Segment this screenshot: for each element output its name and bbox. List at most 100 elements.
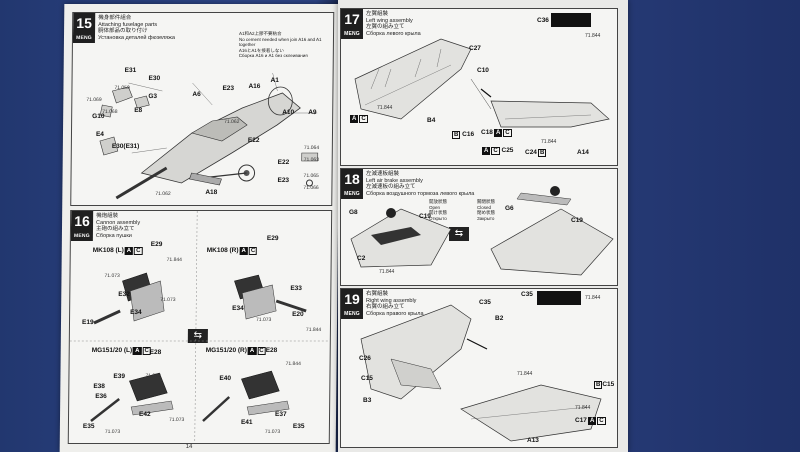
part-label: E36 (95, 393, 107, 400)
part-label: G3 (148, 93, 158, 100)
part-label: E29 (150, 241, 163, 248)
closed-state-label: 關閉狀態 Closed 閉め状態 Закрыто (477, 199, 495, 221)
part-label: E35 (292, 423, 305, 430)
paint-code: 71.844 (285, 361, 301, 367)
step-title: 左減速板組裝 Left air brake assembly 左減速板の組み立て… (366, 171, 475, 197)
part-label: C2 (357, 255, 366, 262)
part-label: E29 (266, 235, 279, 242)
part-label: A1 (270, 77, 279, 84)
part-label: A13 (527, 437, 539, 444)
paint-code: 71.844 (517, 371, 533, 377)
part-label: E41 (240, 419, 253, 426)
paint-code: 71.073 (264, 429, 281, 435)
part-label: E31 (124, 67, 137, 74)
part-label: B3 (363, 397, 372, 404)
step-title: 右翼組裝 Right wing assembly 右翼の組み立て Сборка … (366, 291, 424, 317)
part-label: E40 (219, 375, 232, 382)
part-label: G6 (505, 205, 514, 212)
part-label: E19 (81, 319, 94, 326)
part-label: E33 (290, 285, 302, 292)
paint-code: 71.073 (256, 317, 272, 323)
paint-code: 71.062 (155, 191, 171, 197)
page-number: 14 (185, 444, 193, 450)
part-label: E28 (149, 349, 162, 356)
part-label: C36 (537, 17, 549, 24)
paint-code: 71.073 (104, 273, 120, 279)
part-label: E22 (247, 137, 260, 144)
paint-code: 71.059 (114, 85, 130, 91)
paint-code: 71.073 (104, 429, 121, 435)
part-label: E4 (95, 131, 104, 138)
part-label: E23 (277, 177, 290, 184)
paint-code: 71.844 (379, 269, 395, 275)
part-label: E34 (130, 309, 142, 316)
paint-code: 71.844 (377, 105, 393, 111)
paint-code: 71.064 (303, 145, 320, 151)
fuselage-drawing (99, 72, 319, 200)
paint-code: 71.844 (585, 33, 601, 39)
paint-code: 71.073 (160, 297, 176, 303)
part-label: E38 (93, 383, 105, 390)
part-label: E42 (139, 411, 151, 418)
part-label: E8 (134, 107, 143, 114)
paint-code: 71.069 (86, 97, 102, 103)
part-label: E23 (222, 85, 235, 92)
part-label: C19 (419, 213, 431, 220)
paint-code: 71.073 (168, 417, 185, 423)
part-label: A10 (282, 109, 295, 116)
part-label: A9 (308, 109, 317, 116)
paint-code: 71.844 (166, 257, 182, 263)
part-label: E39 (113, 373, 126, 380)
paint-code: 71.063 (303, 157, 320, 163)
paint-code: 71.065 (303, 173, 319, 179)
paint-code: 71.844 (585, 295, 601, 301)
paint-code: 71.068 (102, 109, 118, 115)
part-label: E28 (265, 347, 278, 354)
paint-code: 71.844 (541, 139, 557, 145)
part-label: E32 (118, 291, 130, 298)
part-label: G8 (349, 209, 358, 216)
part-label: A16 (248, 83, 261, 90)
decal-panel-c36 (551, 13, 591, 27)
part-label: C35 (521, 291, 533, 298)
paint-code: 71.844 (575, 405, 591, 411)
paint-code: 71.062 (224, 119, 240, 125)
part-label: E37 (275, 411, 287, 418)
part-label: C15 (361, 375, 373, 382)
part-label: A14 (577, 149, 589, 156)
part-label: E34 (232, 305, 244, 312)
part-label: B2 (495, 315, 504, 322)
part-label: A18 (205, 189, 218, 196)
part-label: C19 (571, 217, 583, 224)
part-label: A6 (192, 91, 201, 98)
part-label: E30 (148, 75, 161, 82)
cannon-drawing (69, 211, 330, 443)
part-label: C10 (477, 67, 489, 74)
part-label: E30(E31) (111, 143, 140, 150)
part-label: E20 (292, 311, 304, 318)
air-brake-drawing (350, 186, 614, 276)
decal-panel-c35 (537, 291, 581, 305)
part-label: E35 (82, 423, 95, 430)
right-wing-drawing (360, 304, 602, 442)
part-label: C35 (479, 299, 491, 306)
paint-code: 71.844 (305, 327, 322, 333)
paint-code: 71.073 (145, 373, 161, 379)
code-b-c16-label: B C16 (452, 131, 475, 139)
open-state-label: 開放狀態 Open 開け状態 Открыто (429, 199, 447, 221)
